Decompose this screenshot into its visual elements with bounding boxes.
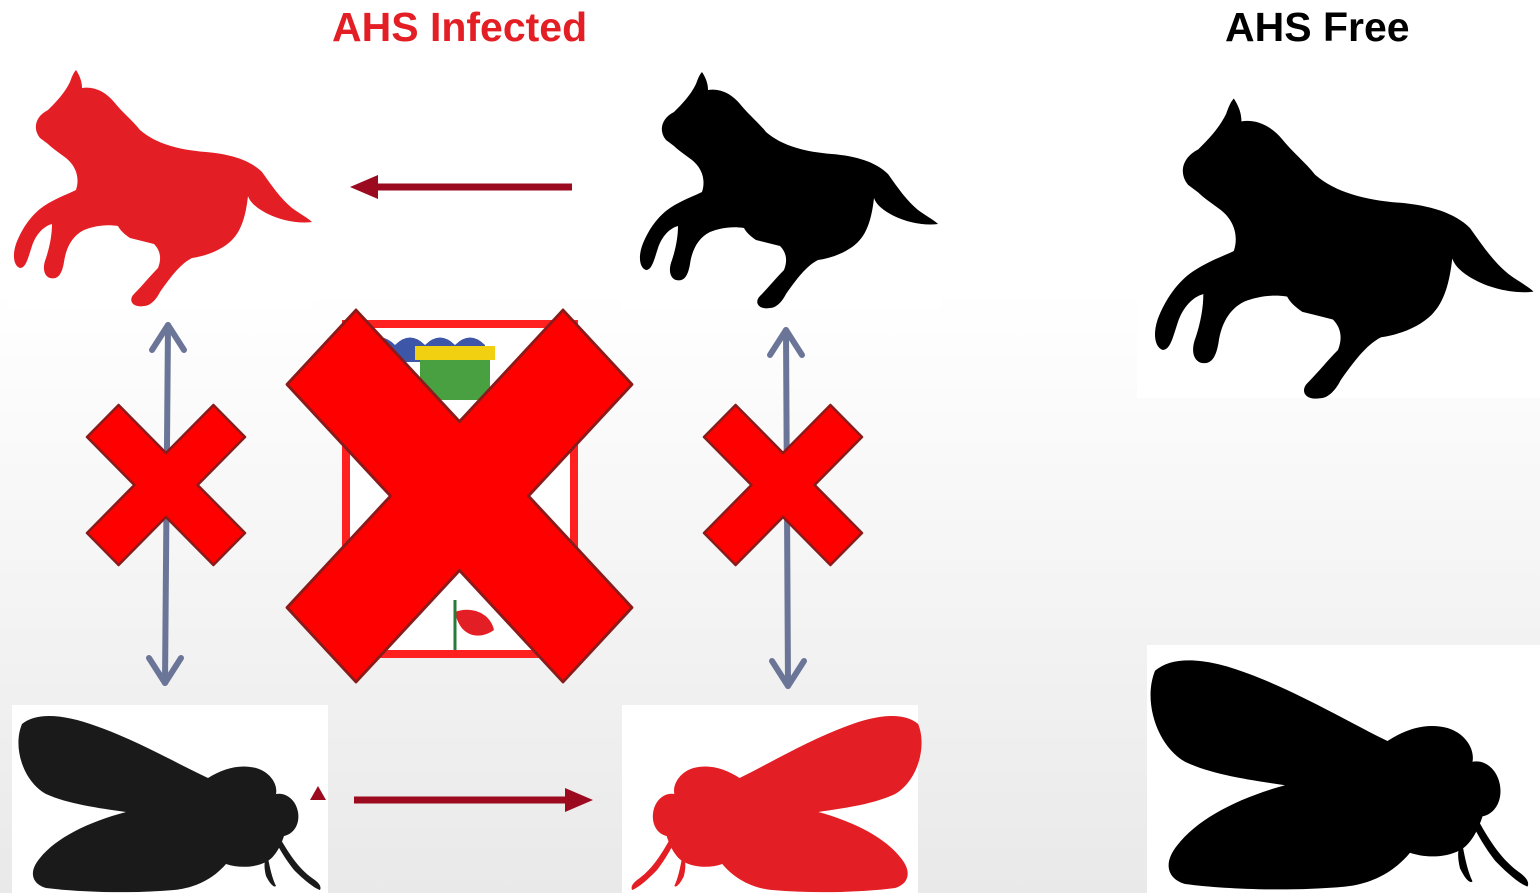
infected-midge-icon [632,716,922,892]
free-horse-icon [1155,99,1534,399]
arrowhead-fragment [310,786,326,800]
cross-icon-right [704,405,862,565]
transmission-arrow-right [354,788,593,812]
infected-horse-icon [14,70,312,306]
transmission-arrow-left [350,175,572,199]
healthy-midge-icon [18,716,320,892]
free-midge-icon [1151,660,1529,889]
healthy-horse-icon [640,72,938,308]
